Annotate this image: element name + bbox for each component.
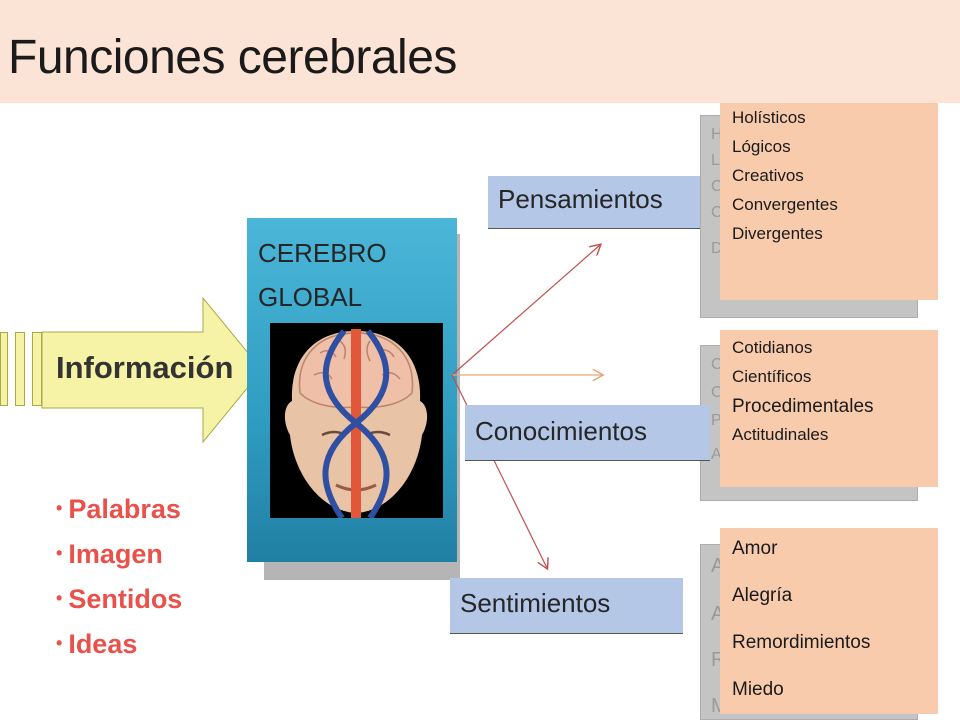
source-item: Imagen <box>56 535 182 580</box>
information-arrow <box>41 296 263 444</box>
pensamiento-item: Holísticos <box>732 108 806 127</box>
input-source-list: Palabras Imagen Sentidos Ideas <box>56 490 182 670</box>
arrow-stripe <box>15 332 25 406</box>
conocimiento-item: Actitudinales <box>732 425 829 444</box>
pensamientos-list: Holísticos Lógicos Creativos Convergente… <box>720 103 938 300</box>
pensamiento-item: Creativos <box>732 166 804 185</box>
sentimientos-list: Amor Alegría Remordimientos Miedo <box>720 528 938 714</box>
conocimiento-item: Cotidianos <box>732 338 813 357</box>
source-item: Palabras <box>56 490 182 535</box>
connector-pensamientos <box>451 245 600 376</box>
page-title: Funciones cerebrales <box>8 31 457 84</box>
category-underline <box>488 228 700 229</box>
sentimiento-item: Miedo <box>732 679 784 700</box>
source-item: Ideas <box>56 625 182 670</box>
connector-sentimientos <box>451 374 547 568</box>
arrow-stripe <box>0 332 8 406</box>
category-sentimientos: Sentimientos <box>450 578 683 633</box>
information-label: Información <box>56 350 234 385</box>
conocimiento-item: Científicos <box>732 367 812 386</box>
brain-head-illustration <box>270 323 443 518</box>
category-conocimientos: Conocimientos <box>465 405 710 460</box>
title-band <box>0 0 960 103</box>
conocimientos-list: Cotidianos Científicos Procedimentales A… <box>720 330 938 487</box>
category-underline <box>450 633 683 634</box>
cerebro-label-line1: CEREBRO <box>258 238 387 268</box>
category-underline <box>465 460 710 461</box>
pensamiento-item: Divergentes <box>732 224 823 243</box>
conocimiento-item: Procedimentales <box>732 396 874 417</box>
sentimiento-item: Amor <box>732 538 778 559</box>
pensamiento-item: Lógicos <box>732 137 791 156</box>
source-item: Sentidos <box>56 580 182 625</box>
sentimiento-item: Alegría <box>732 585 793 606</box>
pensamiento-item: Convergentes <box>732 195 838 214</box>
category-pensamientos: Pensamientos <box>488 176 700 228</box>
sentimiento-item: Remordimientos <box>732 632 871 653</box>
cerebro-label-line2: GLOBAL <box>258 282 363 312</box>
